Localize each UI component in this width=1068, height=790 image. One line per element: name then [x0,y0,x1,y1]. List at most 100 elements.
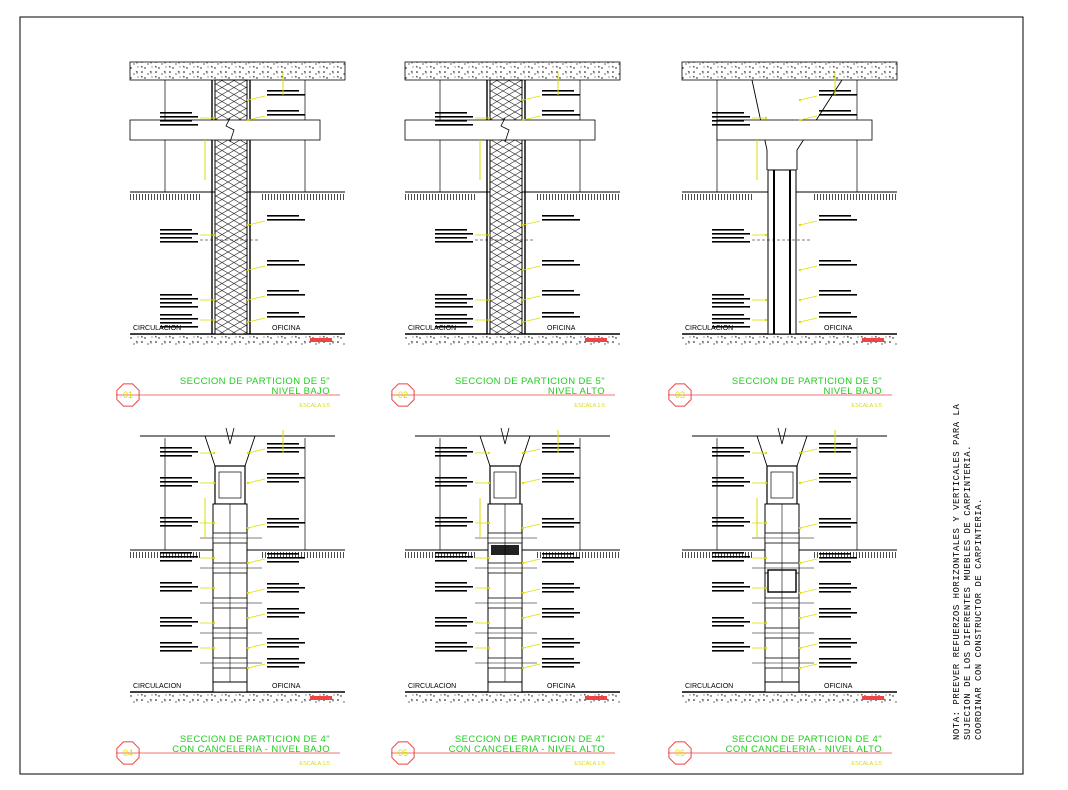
leader-dot [764,481,768,485]
annotation-text-bar [160,302,192,304]
leader-dot [212,586,216,590]
annotation-text-bar [160,621,198,623]
annotation-text-bar [542,658,574,660]
annotation-text-bar [819,583,851,585]
annotation-text-bar [819,658,851,660]
detail-title-line2: CON CANCELERIA - NIVEL BAJO [172,744,330,755]
annotation-text-bar [542,477,580,479]
annotation-text-bar [712,650,744,652]
annotation-text-bar [435,525,467,527]
leader-dot [521,616,525,620]
leader-dot [246,616,250,620]
floor-slab [405,692,620,704]
annotation-text-bar [819,553,851,555]
annotation-text-bar [712,481,750,483]
annotation-text-bar [435,642,467,644]
label-circulacion: CIRCULACION [133,325,181,332]
annotation-text-bar [542,526,574,528]
leader-line [247,643,266,649]
detail-scale: ESCALA 1:5 [574,403,605,409]
annotation-text-bar [542,110,574,112]
leader-dot [521,298,525,302]
label-oficina: OFICINA [824,683,853,690]
annotation-text-bar [712,322,744,324]
head-inner [218,471,242,499]
ceiling-tile-right [535,552,620,558]
annotation-text-bar [435,294,467,296]
annotation-text-bar [712,617,744,619]
annotation-text-bar [435,646,473,648]
annotation-text-bar [819,526,851,528]
label-oficina: OFICINA [547,683,576,690]
annotation-text-bar [160,525,192,527]
annotation-text-bar [542,646,574,648]
leader-line [247,478,266,484]
annotation-text-bar [819,616,851,618]
leader-line [799,643,818,649]
annotation-text-bar [435,586,473,588]
detail-id: 01 [123,390,133,400]
leader-line [799,558,818,564]
annotation-text-bar [435,650,467,652]
annotation-text-bar [819,557,857,559]
leader-dot [487,451,491,455]
leader-line [799,523,818,529]
annotation-text-bar [160,241,198,243]
annotation-text-bar [712,237,744,239]
detail-scale: ESCALA 1:5 [851,761,882,767]
leader-dot [487,621,491,625]
annotation-text-bar [819,264,857,266]
leader-line [522,523,541,529]
leader-dot [764,233,768,237]
annotation-text-bar [160,477,192,479]
annotation-text-bar [435,485,467,487]
annotation-text-bar [712,590,744,592]
annotation-text-bar [542,557,580,559]
annotation-text-bar [160,556,198,558]
annotation-text-bar [267,638,299,640]
annotation-text-bar [819,316,857,318]
leader-dot [487,556,491,560]
annotation-text-bar [435,241,473,243]
leader-line [522,643,541,649]
detail-tag [668,741,692,765]
leader-line [522,265,541,271]
annotation-text-bar [267,94,305,96]
annotation-text-bar [435,120,467,122]
note-line-1: NOTA: PREEVER REFUERZOS HORIZONTALES Y V… [952,403,962,740]
annotation-text-bar [160,481,198,483]
annotation-text-bar [819,290,851,292]
annotation-text-bar [160,521,198,523]
annotation-text-bar [819,608,851,610]
detail-tag [116,383,140,407]
annotation-text-bar [542,264,580,266]
annotation-text-bar [267,608,299,610]
annotation-text-bar [819,481,851,483]
annotation-text-bar [542,666,574,668]
base-channel [764,681,800,693]
annotation-text-bar [160,237,192,239]
annotation-text-bar [542,312,574,314]
leader-dot [798,616,802,620]
leader-dot [246,646,250,650]
leader-dot [246,526,250,530]
leader-line [799,295,818,301]
annotation-text-bar [542,612,580,614]
leader-dot [764,521,768,525]
ceiling-tile-right [260,552,345,558]
annotation-text-bar [160,229,192,231]
annotation-text-bar [819,642,857,644]
detail-tag [668,383,692,407]
annotation-text-bar [160,552,192,554]
leader-dot [798,268,802,272]
annotation-text-bar [712,625,744,627]
annotation-text-bar [542,316,580,318]
leader-line [247,448,266,454]
leader-line [522,588,541,594]
label-oficina: OFICINA [824,325,853,332]
annotation-text-bar [819,447,857,449]
annotation-text-bar [542,583,574,585]
leader-dot [212,233,216,237]
detail-scale: ESCALA 1:5 [299,403,330,409]
leader-dot [487,233,491,237]
